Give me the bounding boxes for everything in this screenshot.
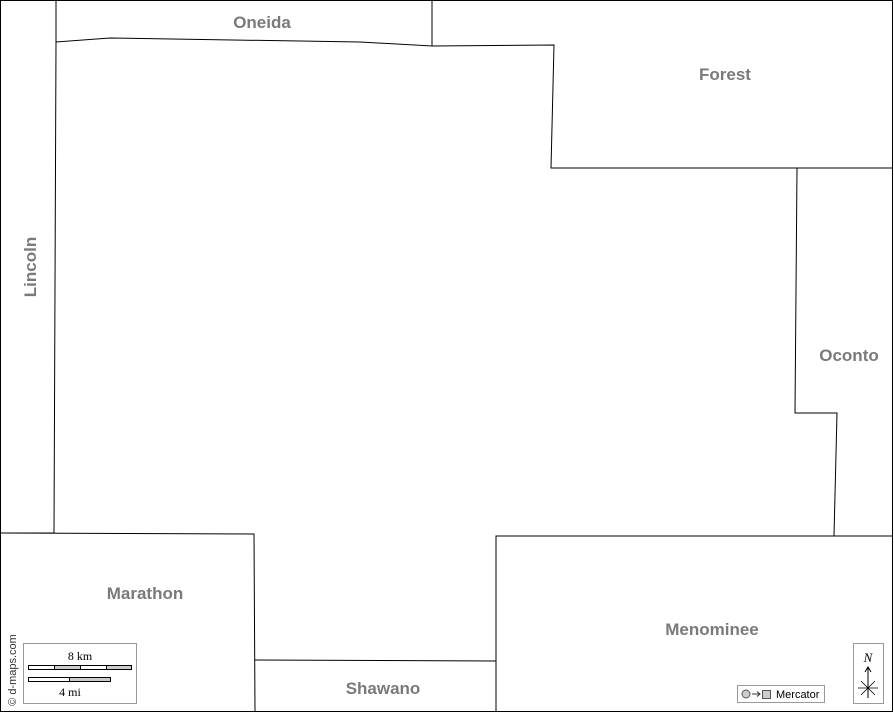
globe-icon [741,689,751,699]
scale-mi-label: 4 mi [59,685,81,699]
county-label-shawano: Shawano [346,679,421,698]
county-label-menominee: Menominee [665,620,759,639]
shawano-boundary [254,659,497,662]
county-label-lincoln: Lincoln [21,237,40,297]
county-label-marathon: Marathon [107,584,184,603]
oconto-boundary [794,167,838,537]
arrow-right-icon [752,691,761,697]
scale-bar-box [23,643,137,704]
county-label-forest: Forest [699,65,751,84]
scale-km-label: 8 km [68,649,93,663]
flat-map-icon [762,690,771,699]
copyright-text: © d-maps.com [7,634,19,706]
forest-boundary [431,44,893,169]
compass-arrow-icon [864,666,872,698]
projection-note: Mercator [737,685,825,703]
scale-mi-segment [69,677,111,682]
scale-km-segment [106,665,132,670]
county-label-oneida: Oneida [233,13,291,32]
projection-box [737,685,825,703]
marathon-boundary [0,532,256,713]
scale-km-segment [54,665,81,670]
north-arrow: N [853,643,884,704]
scale-bar: 8 km 4 mi [23,643,137,704]
oneida-boundary [55,1,433,47]
projection-label: Mercator [776,689,820,701]
north-label: N [863,650,874,665]
menominee-boundary [495,535,893,712]
county-label-oconto: Oconto [819,346,879,365]
compass-rose-icon [858,680,878,696]
